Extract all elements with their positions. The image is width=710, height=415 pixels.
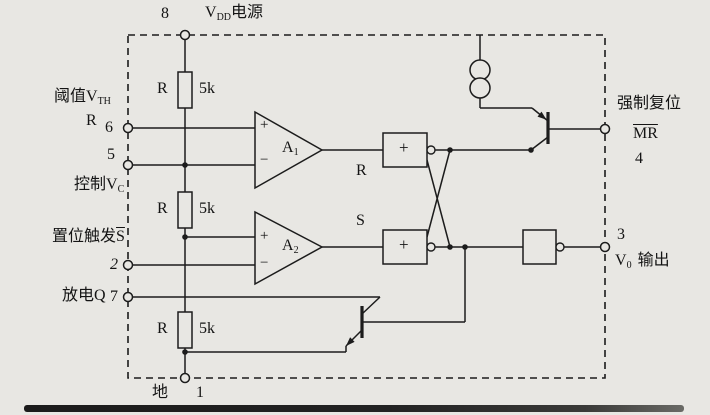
buffer-inversion-bubble — [555, 242, 565, 252]
pin6-number: 6 — [105, 119, 113, 136]
flipflop-s-input-label: S — [356, 212, 365, 229]
mr-overline: MR — [633, 125, 658, 142]
junction-dots — [182, 147, 534, 355]
vdd-label: VDD电源 — [205, 4, 263, 23]
pin7-number: 7 — [110, 288, 118, 305]
junction-dot — [182, 349, 188, 355]
pin2-number: 2 — [110, 256, 118, 273]
scan-artifact — [24, 405, 684, 412]
threshold-text: 阈值V — [54, 88, 98, 105]
pin-7-terminal — [122, 291, 134, 303]
discharge-label: 放电Q — [62, 287, 106, 304]
junction-dot — [447, 147, 453, 153]
pin-3-terminal — [599, 241, 611, 253]
comparator-a1 — [254, 110, 324, 190]
a1-subscript: 1 — [293, 147, 299, 158]
pin-6-terminal — [122, 122, 134, 134]
output-buffer — [522, 229, 557, 265]
pin-4-terminal — [599, 123, 611, 135]
resistor2-value: 5k — [199, 200, 215, 217]
gate2-symbol: + — [399, 235, 409, 254]
trigger-label: 置位触发S — [52, 228, 125, 246]
trigger-text: 置位触发 — [52, 228, 117, 245]
a1-letter: A — [282, 139, 294, 156]
comparator-a2 — [254, 210, 324, 286]
pin8-number: 8 — [161, 5, 169, 22]
pin4-number: 4 — [635, 150, 643, 167]
control-subscript: C — [117, 184, 125, 195]
junction-dot — [447, 244, 453, 250]
pin-5-terminal — [122, 159, 134, 171]
vdd-symbol: V — [205, 4, 217, 21]
control-label: 控制VC — [74, 176, 124, 195]
threshold-subscript: TH — [97, 96, 111, 107]
pin-8-terminal — [179, 29, 191, 41]
junction-dot — [182, 162, 188, 168]
vdd-subscript: DD — [216, 12, 232, 23]
pin3-number: 3 — [617, 226, 625, 243]
vdd-text: 电源 — [231, 4, 264, 21]
gate2-inversion-bubble — [426, 242, 436, 252]
trigger-s-overline: S — [116, 228, 125, 245]
control-text: 控制V — [74, 176, 118, 193]
a1-name: A1 — [282, 139, 299, 158]
junction-dot — [528, 147, 534, 153]
resistor-3 — [177, 311, 193, 349]
a1-minus-input-label: − — [260, 152, 269, 168]
gate1-inversion-bubble — [426, 145, 436, 155]
a2-plus-input-label: + — [260, 228, 269, 244]
reset-mr-label: MR — [633, 125, 658, 143]
output-v-symbol: V — [615, 252, 627, 269]
discharge-emitter-arrow-icon — [346, 337, 355, 346]
wire-crosscouple-1 — [426, 149, 451, 238]
wire-discharge-collector — [361, 296, 381, 315]
resistor1-value: 5k — [199, 80, 215, 97]
a2-subscript: 2 — [293, 245, 299, 256]
flipflop-r-input-label: R — [356, 162, 367, 179]
pin-terminals — [122, 29, 611, 384]
a2-minus-input-label: − — [260, 255, 269, 271]
wire-crosscouple-2 — [426, 159, 451, 248]
nor-gate-s — [382, 229, 428, 265]
resistor3-name: R — [157, 320, 168, 337]
wire-reset-collector — [530, 136, 549, 151]
resistor3-value: 5k — [199, 320, 215, 337]
resistor-2 — [177, 191, 193, 229]
threshold-label: 阈值VTH — [54, 88, 111, 107]
gate1-symbol: + — [399, 138, 409, 157]
output-text: 输出 — [637, 252, 670, 269]
reset-emitter-arrow-icon — [537, 111, 547, 120]
ic-boundary — [127, 34, 606, 379]
pin-1-terminal — [179, 372, 191, 384]
resistor2-name: R — [157, 200, 168, 217]
pin-2-terminal — [122, 259, 134, 271]
resistor-1 — [177, 71, 193, 109]
threshold-r-label: R — [86, 112, 97, 129]
current-source-icon — [469, 59, 491, 81]
junction-dot — [182, 234, 188, 240]
current-source-icon — [469, 77, 491, 99]
a1-plus-input-label: + — [260, 117, 269, 133]
a2-letter: A — [282, 237, 294, 254]
ground-label: 地 — [152, 384, 169, 401]
a2-name: A2 — [282, 237, 299, 256]
pin5-number: 5 — [107, 146, 115, 163]
output-subscript: 0 — [626, 260, 632, 271]
reset-label: 强制复位 — [617, 95, 682, 112]
junction-dot — [462, 244, 468, 250]
output-label: V0 输出 — [615, 252, 670, 271]
resistor1-name: R — [157, 80, 168, 97]
pin1-number: 1 — [196, 384, 204, 401]
